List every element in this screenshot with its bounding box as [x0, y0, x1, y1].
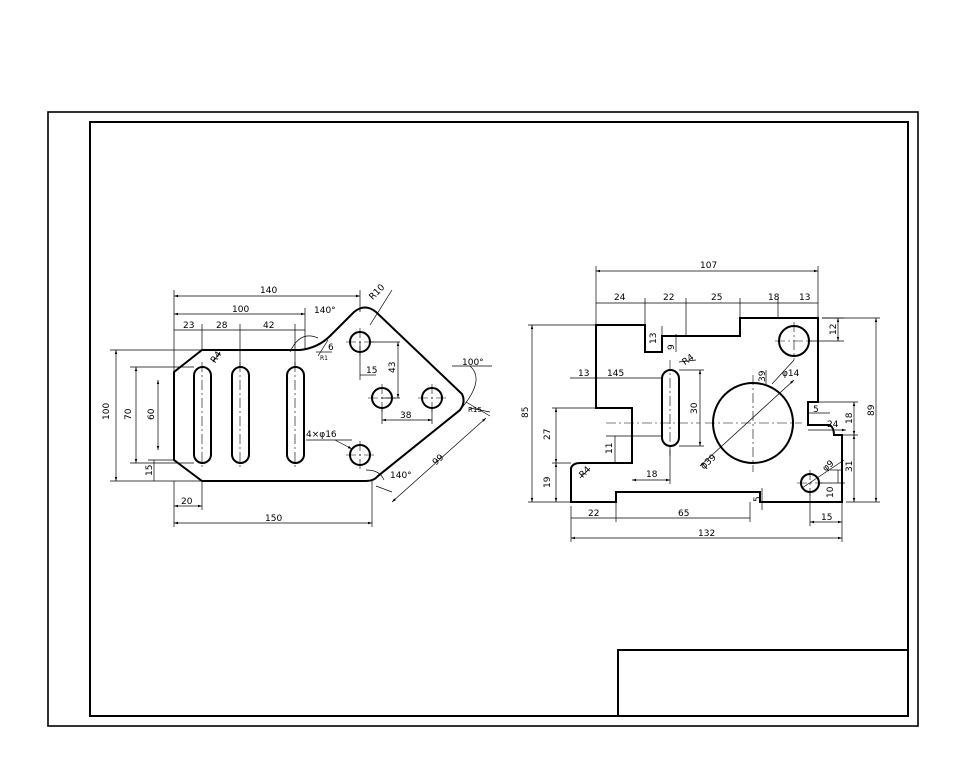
- dim-28: 28: [216, 321, 228, 331]
- right-part: 107 24 22 25 18 13 13 9 R4 φ14 39 13 145…: [521, 261, 880, 542]
- dim-13-top: 13: [799, 293, 810, 303]
- left-part-outline: [173, 306, 465, 482]
- dim-15-bottom: 15: [821, 513, 832, 523]
- radius-r10: R10: [368, 283, 388, 303]
- dim-6: 6: [328, 343, 334, 353]
- dim-22-top: 22: [663, 293, 674, 303]
- dim-100: 100: [232, 305, 249, 315]
- dim-30: 30: [690, 402, 700, 414]
- dim-27: 27: [543, 429, 553, 440]
- dim-145: 145: [607, 369, 624, 379]
- radius-r4-bottom: R4: [578, 465, 594, 481]
- dim-23: 23: [183, 321, 194, 331]
- dim-42: 42: [263, 321, 274, 331]
- dim-24: 24: [614, 293, 626, 303]
- slot-2: [231, 366, 250, 464]
- dim-60: 60: [147, 408, 157, 420]
- left-part: 140 100 140° R10 23 28 42 6 R1 R4 100 70…: [102, 283, 492, 527]
- radius-r15: R15: [468, 406, 482, 414]
- dim-18-right: 18: [845, 412, 855, 424]
- dim-39: 39: [758, 370, 768, 382]
- right-slot: [661, 369, 680, 447]
- dim-19: 19: [543, 476, 553, 488]
- dim-140: 140: [260, 286, 277, 296]
- slot-3: [286, 366, 305, 464]
- dim-9: 9: [667, 344, 677, 350]
- dim-20: 20: [181, 497, 193, 507]
- holes-label: 4×φ16: [306, 430, 337, 440]
- angle-100: 100°: [462, 358, 484, 368]
- dim-5-bottom: 5: [753, 496, 763, 502]
- dim-43: 43: [388, 362, 398, 373]
- dim-left-100: 100: [102, 403, 112, 420]
- dim-107: 107: [700, 261, 717, 271]
- dim-18-h: 18: [646, 470, 658, 480]
- slot-1: [193, 366, 212, 464]
- outer-frame: [47, 111, 919, 727]
- dim-13-h: 13: [578, 369, 589, 379]
- dia-9: φ9: [821, 459, 837, 474]
- dim-12: 12: [829, 324, 839, 335]
- dim-89: 89: [867, 404, 877, 416]
- dim-150: 150: [265, 514, 282, 524]
- dim-65: 65: [678, 509, 689, 519]
- dia-14: φ14: [782, 369, 800, 379]
- title-block: [617, 649, 909, 717]
- dim-15-hole: 15: [366, 366, 377, 376]
- dim-25: 25: [711, 293, 722, 303]
- radius-r1-small: R1: [320, 355, 328, 362]
- dim-24-right: 24: [827, 420, 839, 430]
- dim-31: 31: [845, 461, 855, 472]
- dim-18-top: 18: [768, 293, 780, 303]
- radius-r4: R4: [209, 350, 224, 366]
- right-part-outline: [570, 317, 843, 503]
- angle-140-bottom: 140°: [390, 471, 412, 481]
- angle-140-top: 140°: [314, 306, 336, 316]
- dim-85: 85: [521, 407, 531, 418]
- dim-left-15: 15: [145, 465, 155, 476]
- dim-70: 70: [124, 408, 134, 420]
- dim-22-bottom: 22: [588, 509, 599, 519]
- dim-11: 11: [605, 443, 615, 454]
- dim-132: 132: [698, 529, 715, 539]
- dim-10: 10: [826, 486, 836, 498]
- dim-38: 38: [400, 411, 412, 421]
- inner-frame: [89, 121, 909, 717]
- dim-13-v: 13: [649, 333, 659, 344]
- radius-r4-top: R4: [681, 353, 697, 368]
- dim-5-right: 5: [813, 405, 819, 415]
- dim-99: 99: [431, 453, 446, 468]
- dia-39: φ39: [699, 453, 719, 472]
